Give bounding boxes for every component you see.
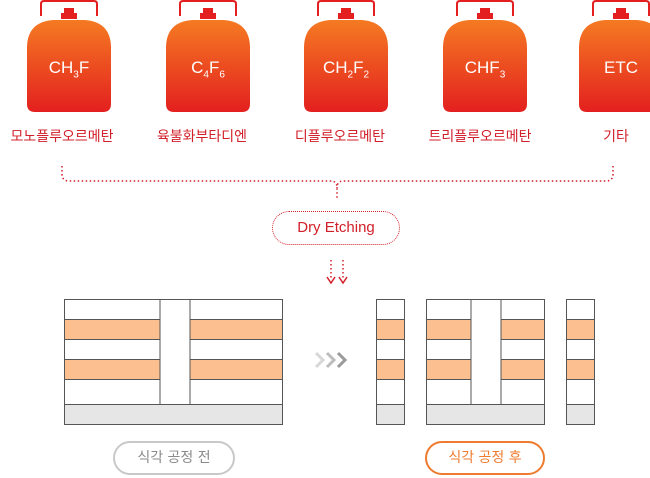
gas-tank-ch2f2: CH2F2 xyxy=(298,0,394,118)
gas-tank-ch3f: CH3F xyxy=(21,0,117,118)
gas-cylinder-icon xyxy=(27,0,111,112)
gas-formula: C4F6 xyxy=(191,58,225,81)
wafer-after-etching xyxy=(376,299,595,426)
gas-name-hexafluorobutadiene: 육불화부타디엔 xyxy=(156,129,248,145)
gas-formula: CH3F xyxy=(48,58,90,81)
gas-name-difluoromethane: 디플루오르메탄 xyxy=(294,129,386,145)
gas-name-etc: 기타 xyxy=(603,129,629,145)
gas-cylinder-icon xyxy=(443,0,527,112)
gas-name-monofluoromethane: 모노플루오르메탄 xyxy=(10,129,114,145)
dry-etching-label: Dry Etching xyxy=(272,211,400,245)
gas-cylinder-icon xyxy=(579,0,650,112)
gas-tank-chf3: CHF3 xyxy=(437,0,533,118)
gas-tank-c4f6: C4F6 xyxy=(160,0,256,118)
gas-formula: CHF3 xyxy=(464,58,506,81)
before-etching-label: 식각 공정 전 xyxy=(113,441,235,475)
gas-cylinder-icon xyxy=(166,0,250,112)
gas-formula: CH2F2 xyxy=(322,58,370,81)
gas-formula: ETC xyxy=(604,58,638,77)
wafer-before-etching xyxy=(64,299,283,425)
gas-name-trifluoromethane: 트리플루오르메탄 xyxy=(428,129,532,145)
after-etching-label: 식각 공정 후 xyxy=(425,441,545,475)
gas-tank-etc: ETC xyxy=(573,0,650,118)
dotted-down-arrows-icon xyxy=(326,260,348,285)
gas-cylinder-icon xyxy=(304,0,388,112)
triple-chevron-right-icon xyxy=(314,351,348,369)
